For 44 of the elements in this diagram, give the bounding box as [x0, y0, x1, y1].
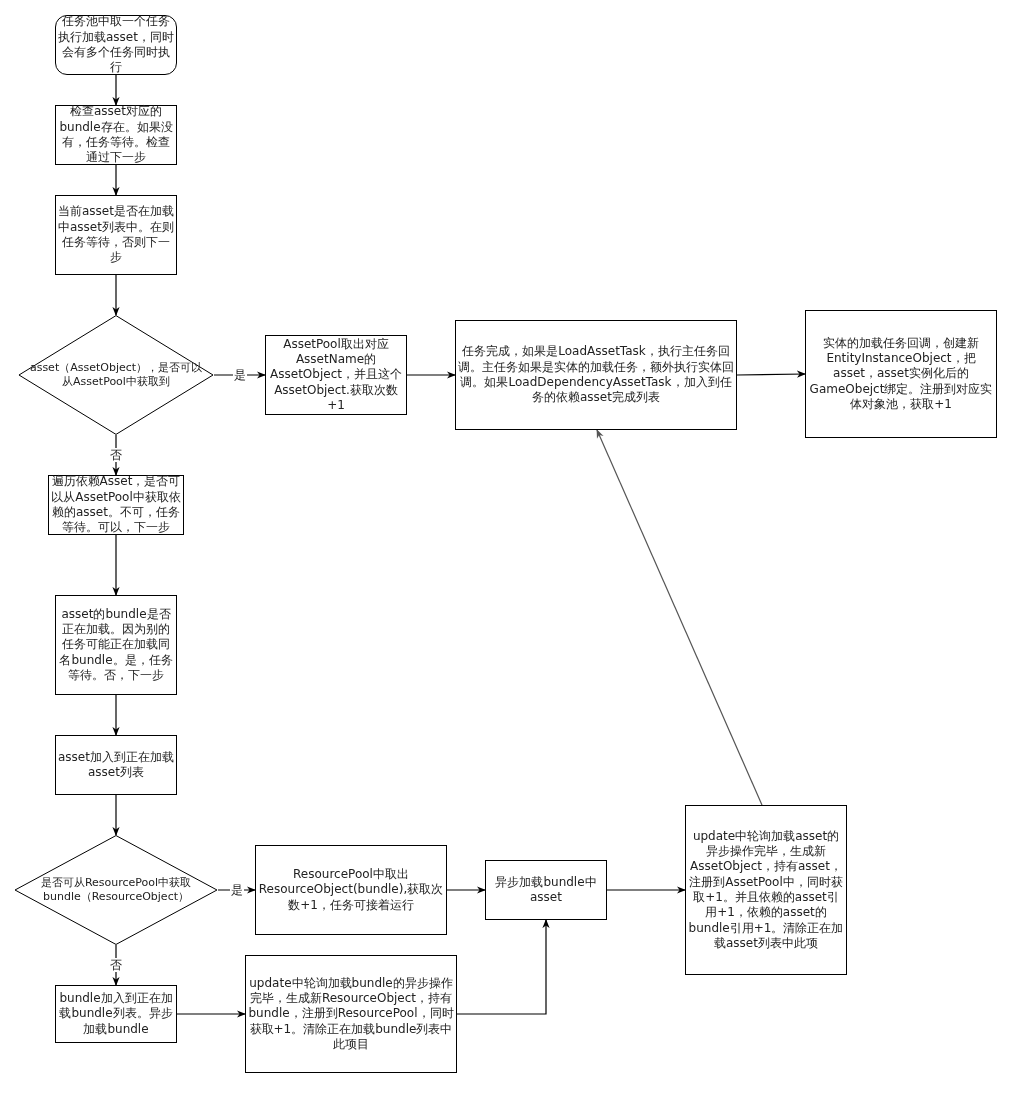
process-box: [485, 860, 607, 920]
process-box: [55, 735, 177, 795]
node-text: 检查asset对应的bundle存在。如果没有，任务等待。检查通过下一步: [58, 104, 174, 166]
arrow: [112, 164, 120, 196]
node-text: 遍历依赖Asset，是否可以从AssetPool中获取依赖的asset。不可，任务等待。可以，下一步: [51, 474, 181, 536]
node-text: 任务池中取一个任务执行加载asset，同时会有多个任务同时执行: [58, 14, 174, 76]
arrow: [176, 1010, 246, 1018]
edge-label: 是: [229, 883, 244, 897]
arrow: [112, 694, 120, 736]
node-text: 当前asset是否在加载中asset列表中。在则任务等待，否则下一步: [58, 204, 174, 266]
node-text: 是否可从ResourcePool中获取bundle（ResourceObject）: [39, 875, 193, 905]
edge-label: 否: [109, 958, 123, 972]
node-text: update中轮询加载bundle的异步操作完毕，生成新ResourceObject，持有bundle，注册到ResourcePool，同时获取+1。清除正在加载bundle列表中此项目: [248, 975, 454, 1053]
node-text: 实体的加载任务回调，创建新EntityInstanceObject，把asset，asset实例化后的GameObejct绑定。注册到对应实体对象池，获取+1: [808, 335, 994, 413]
node-text: asset的bundle是否正在加载。因为别的任务可能正在加载同名bundle。是，任务等待。否，下一步: [58, 606, 174, 684]
arrow: [406, 371, 456, 379]
arrow: [596, 429, 763, 806]
arrow: [112, 794, 120, 836]
arrow: [112, 74, 120, 106]
arrow: [112, 274, 120, 316]
arrow: [446, 886, 486, 894]
arrow: [112, 534, 120, 596]
arrow: [736, 370, 806, 378]
arrow: [606, 886, 686, 894]
node-text: AssetPool取出对应AssetName的AssetObject，并且这个AssetObject.获取次数+1: [269, 336, 403, 414]
node-text: asset（AssetObject），是否可以从AssetPool中获取到: [28, 360, 204, 390]
edge-label: 否: [109, 448, 123, 462]
process-box: [685, 805, 847, 975]
node-text: 任务完成，如果是LoadAssetTask，执行主任务回调。主任务如果是实体的加载任务，额外执行实体回调。如果LoadDependencyAssetTask，加入到任务的依赖asset完成列表: [458, 344, 734, 406]
process-box: [55, 195, 177, 275]
node-text: ResourcePool中取出ResourceObject(bundle),获取次数+1，任务可接着运行: [258, 866, 444, 914]
node-text: 异步加载bundle中asset: [494, 874, 598, 906]
process-box: [455, 320, 737, 430]
process-box: [245, 955, 457, 1073]
arrow: [456, 919, 550, 1015]
node-text: update中轮询加载asset的异步操作完毕，生成新AssetObject，持有asset，注册到AssetPool中，同时获取+1。并且依赖的asset引用+1，依赖的asset的bundle引用+1。清除正在加载asset列表中此项: [688, 828, 844, 952]
node-text: asset加入到正在加载asset列表: [58, 749, 174, 781]
edge-label: 是: [232, 368, 247, 382]
decision-diamond: [14, 835, 218, 945]
node-text: bundle加入到正在加载bundle列表。异步加载bundle: [58, 990, 174, 1038]
process-box: [55, 595, 177, 695]
process-box: [805, 310, 997, 438]
process-box: [255, 845, 447, 935]
decision-diamond: [18, 315, 214, 435]
